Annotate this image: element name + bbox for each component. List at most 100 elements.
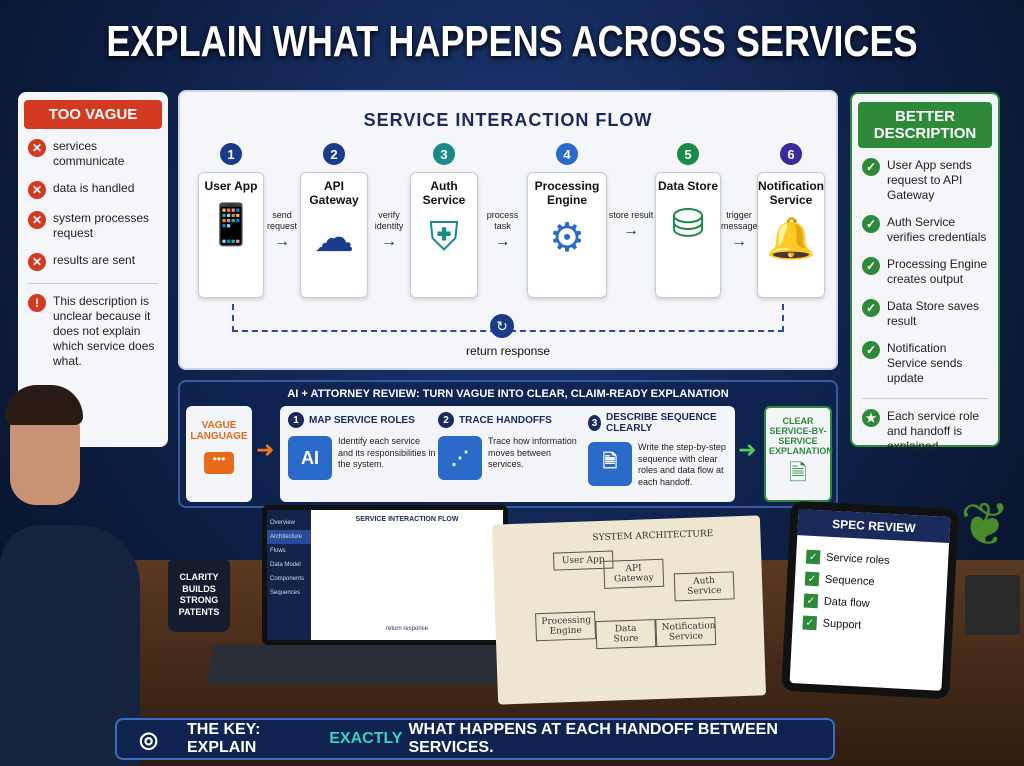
service-flow-panel: SERVICE INTERACTION FLOW 1User App📱2API … (178, 90, 838, 370)
list-item-text: system processes request (53, 211, 158, 241)
flow-step: 4Processing Engine⚙ (527, 172, 607, 298)
review-step-title: MAP SERVICE ROLES (309, 415, 415, 426)
handoff-label: verify identity (368, 210, 410, 232)
review-step-title: TRACE HANDOFFS (459, 415, 552, 426)
step-number: 2 (438, 412, 454, 428)
checklist-label: Service roles (826, 552, 890, 567)
step-number: 3 (433, 143, 455, 165)
arrow-right-icon: → (607, 221, 655, 240)
better-header: BETTER DESCRIPTION (858, 102, 992, 148)
notebook-node: Processing Engine (535, 611, 596, 641)
checkbox-checked-icon: ✓ (802, 616, 817, 631)
step-label: Data Store (656, 179, 720, 193)
list-item-text: Processing Engine creates output (887, 257, 988, 287)
laptop-nav-item: Flows (267, 544, 311, 558)
mug: CLARITY BUILDS STRONG PATENTS (168, 560, 230, 632)
review-step-text: Write the step-by-step sequence with cle… (638, 442, 736, 489)
notebook-node: API Gateway (603, 559, 664, 589)
x-circle-icon: ✕ (28, 181, 46, 199)
handoff-label: send request (264, 210, 300, 232)
list-item: ✓Data Store saves result (862, 299, 988, 329)
step-label: Notification Service (758, 179, 824, 207)
list-item: ✓User App sends request to API Gateway (862, 158, 988, 203)
step-label: API Gateway (301, 179, 367, 207)
step-number: 5 (677, 143, 699, 165)
notebook-node: Auth Service (674, 571, 735, 601)
banner-post: WHAT HAPPENS AT EACH HANDOFF BETWEEN SER… (408, 721, 833, 757)
step-number: 1 (220, 143, 242, 165)
x-circle-icon: ✕ (28, 139, 46, 157)
list-item: ✕ data is handled (28, 181, 158, 199)
review-step-text: Trace how information moves between serv… (488, 436, 586, 480)
review-panel: AI + ATTORNEY REVIEW: TURN VAGUE INTO CL… (178, 380, 838, 508)
notebook-title: SYSTEM ARCHITECTURE (592, 529, 713, 543)
notebook-node: Notification Service (655, 617, 716, 647)
arrow-right-icon: → (264, 232, 300, 251)
checklist-label: Support (822, 618, 861, 632)
review-step-text: Identify each service and its responsibi… (338, 436, 436, 480)
banner-emphasis: EXACTLY (329, 730, 402, 748)
list-item-text: Notification Service sends update (887, 341, 988, 386)
plant: ❦ (960, 490, 1020, 580)
ai-chip-icon: AI (288, 436, 332, 480)
step-number: 1 (288, 412, 304, 428)
notebook-node: Data Store (595, 619, 656, 649)
plant-pot (965, 575, 1020, 635)
list-item: ✕services communicate (28, 139, 158, 169)
checkbox-checked-icon: ✓ (804, 594, 819, 609)
document-icon: 🗎 (766, 456, 830, 494)
return-label: return response (180, 344, 836, 358)
person-illustration (0, 385, 120, 766)
checklist-item: ✓Data flow (804, 594, 937, 615)
vague-language-card: VAGUE LANGUAGE ••• (186, 406, 252, 502)
laptop-nav-item: Components (267, 572, 311, 586)
handoff-label: store result (607, 210, 655, 221)
vague-note-text: This description is unclear because it d… (53, 294, 158, 369)
notebook: SYSTEM ARCHITECTURE User AppAPI GatewayA… (492, 515, 766, 704)
review-step: 1 MAP SERVICE ROLES AIIdentify each servic… (288, 412, 436, 480)
check-circle-icon: ✓ (862, 341, 880, 359)
clear-explanation-label: CLEAR SERVICE-BY-SERVICE EXPLANATION (766, 416, 830, 456)
list-item: ✕results are sent (28, 253, 158, 271)
laptop-return-label: return response (311, 626, 503, 632)
arrow-right-icon: ➜ (738, 437, 756, 463)
too-vague-header: TOO VAGUE (24, 100, 162, 129)
handoff-arrow: process task→ (478, 210, 527, 251)
list-item-text: Auth Service verifies credentials (887, 215, 988, 245)
path-icon: ⋰ (438, 436, 482, 480)
target-icon: ◎ (139, 727, 158, 753)
tablet: SPEC REVIEW ✓Service roles✓Sequence✓Data… (781, 501, 959, 700)
arrow-right-icon: ➜ (256, 437, 274, 463)
page-title: EXPLAIN WHAT HAPPENS ACROSS SERVICES (92, 16, 932, 68)
review-step: 2 TRACE HANDOFFS ⋰Trace how information mo… (438, 412, 586, 480)
step-label: Processing Engine (528, 179, 606, 207)
list-item: ✓Auth Service verifies credentials (862, 215, 988, 245)
laptop-nav-item: Architecture (267, 530, 311, 544)
clear-explanation-card: CLEAR SERVICE-BY-SERVICE EXPLANATION 🗎 (764, 406, 832, 502)
gears-icon: ⚙ (528, 215, 606, 261)
flow-step: 2API Gateway☁ (300, 172, 368, 298)
checklist-item: ✓ Support (802, 616, 935, 637)
warning-icon: ! (28, 294, 46, 312)
bell-icon: 🔔 (758, 215, 824, 262)
laptop-keyboard (206, 645, 503, 685)
list-item: ✕system processes request (28, 211, 158, 241)
arrow-right-icon: → (478, 232, 527, 251)
arrow-right-icon: → (368, 232, 410, 251)
shield-icon: ⛨ (411, 215, 477, 260)
list-item: ✓Processing Engine creates output (862, 257, 988, 287)
checklist-label: Sequence (825, 574, 875, 589)
flow-title: SERVICE INTERACTION FLOW (180, 110, 836, 131)
list-item-text: User App sends request to API Gateway (887, 158, 988, 203)
chat-bubble-icon: ••• (204, 452, 234, 474)
list-item: ✓ Notification Service sends update (862, 341, 988, 386)
better-note-text: Each service role and handoff is explain… (887, 409, 988, 454)
step-number: 2 (323, 143, 345, 165)
list-item-text: Data Store saves result (887, 299, 988, 329)
list-item-text: data is handled (53, 181, 134, 199)
laptop-nav-item: Sequences (267, 586, 311, 600)
handoff-label: trigger message (721, 210, 757, 232)
checklist-item: ✓Service roles (806, 550, 939, 571)
flow-step: 6Notification Service🔔 (757, 172, 825, 298)
flow-step: 1User App📱 (198, 172, 264, 298)
